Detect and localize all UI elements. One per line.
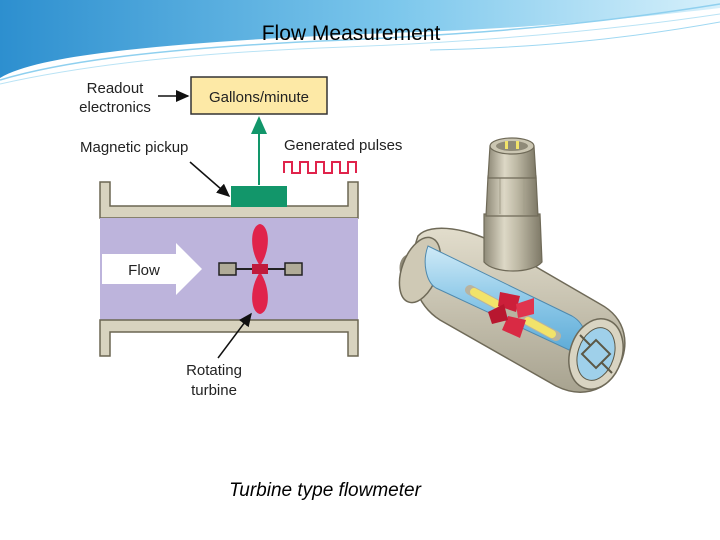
slide-title: Flow Measurement <box>261 22 441 45</box>
readout-box-label: Gallons/minute <box>209 89 309 106</box>
magnetic-pickup-block <box>231 186 287 207</box>
turbine-blade-bottom <box>252 272 268 314</box>
flowmeter-cutaway-illustration <box>398 137 626 393</box>
flow-arrow <box>102 243 202 295</box>
header-swoosh <box>0 0 720 85</box>
magnetic-pickup-label: Magnetic pickup <box>80 139 188 156</box>
rotating-turbine-label-line1: Rotating <box>186 362 242 379</box>
flow-arrow-label: Flow <box>128 262 160 279</box>
figure-caption: Turbine type flowmeter <box>229 480 421 501</box>
rotating-turbine-label-line2: turbine <box>191 382 237 399</box>
turbine-bearing-left <box>218 262 237 276</box>
readout-box <box>190 76 328 115</box>
pipe-top-wall <box>99 181 359 219</box>
generated-pulses-label: Generated pulses <box>284 137 402 154</box>
turbine-hub <box>252 264 268 274</box>
rotating-turbine-pointer <box>217 312 252 359</box>
pulse-train <box>283 161 357 174</box>
turbine-blade-top <box>252 224 268 266</box>
turbine-bearing-right <box>284 262 303 276</box>
pipe-bottom-wall <box>99 319 359 357</box>
readout-label-line2: electronics <box>79 99 151 116</box>
magnetic-pickup-pointer <box>189 161 231 197</box>
readout-label-line1: Readout <box>87 80 145 97</box>
